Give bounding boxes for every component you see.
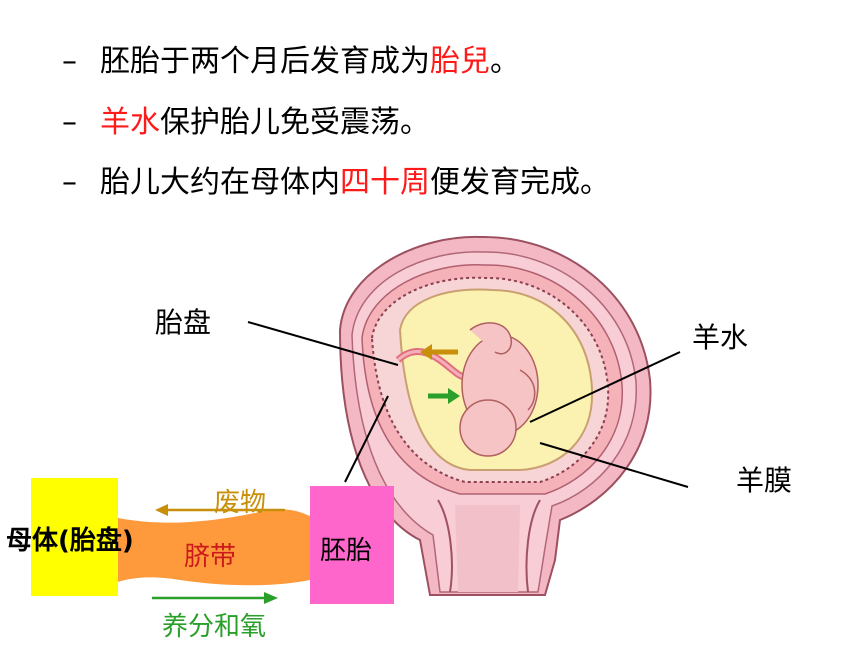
bullet-text: 。 [490, 44, 520, 79]
bullet-dash: – [62, 105, 77, 140]
placenta-pointer [247, 321, 399, 366]
umbilical-cord-shape [118, 509, 310, 586]
placenta-label: 胎盘 [155, 306, 212, 339]
fetus [459, 322, 539, 457]
highlight-text: 四十周 [340, 165, 430, 200]
nutrients-label: 养分和氧 [162, 612, 267, 642]
mother-box [31, 478, 118, 596]
amnion-label: 羊膜 [736, 464, 793, 497]
bullet-1: –胚胎于两个月后发育成为胎兒。 [62, 42, 520, 82]
bullet-text: 保护胎儿免受震荡。 [160, 105, 430, 140]
bullet-text: 便发育完成。 [430, 165, 610, 200]
bullet-text: 胚胎于两个月后发育成为 [100, 44, 430, 79]
highlight-text: 羊水 [100, 105, 160, 140]
highlight-text: 胎兒 [430, 44, 490, 79]
amniotic-pointer [529, 351, 681, 423]
uterus-illustration [338, 235, 652, 596]
bullet-dash: – [62, 165, 77, 200]
bullet-2: –羊水保护胎儿免受震荡。 [62, 103, 430, 143]
embryo-pointer [344, 395, 389, 483]
bullet-text: 胎儿大约在母体内 [100, 165, 340, 200]
bullet-3: –胎儿大约在母体内四十周便发育完成。 [62, 163, 610, 203]
embryo-box [310, 486, 394, 604]
bullet-dash: – [62, 44, 77, 79]
mother-box-label: 母体(胎盘) [6, 526, 134, 556]
waste-label: 废物 [214, 488, 267, 518]
amnion-pointer [539, 442, 689, 488]
embryo-box-label: 胚胎 [320, 536, 373, 566]
cord-label: 脐带 [184, 542, 237, 572]
amniotic-fluid-label: 羊水 [692, 321, 749, 354]
